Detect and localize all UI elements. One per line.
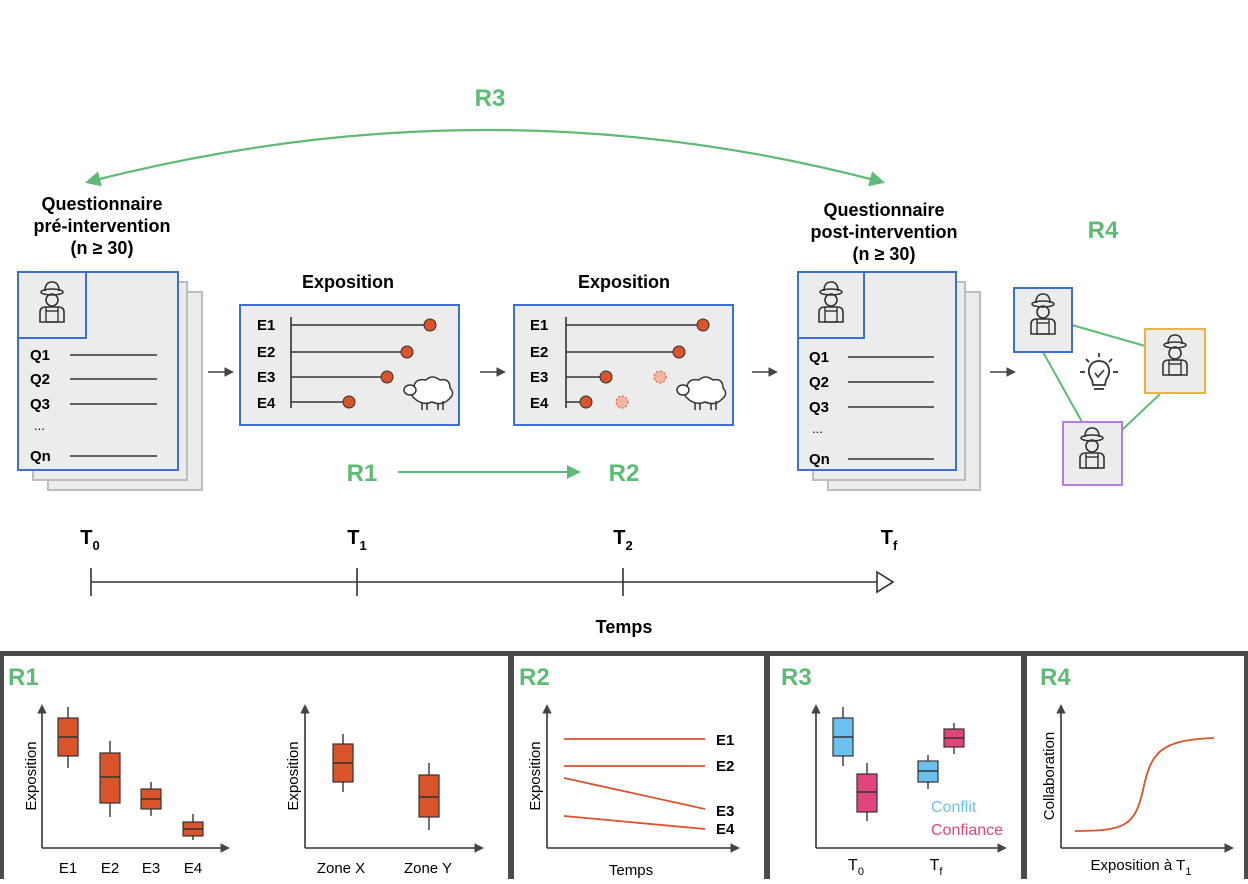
r3-tick-tf: Tf [930,857,944,878]
timeline-axis-label: Temps [596,617,653,637]
r1-left-tick-e2: E2 [101,860,119,877]
r2-series-e3: E3 [716,803,734,820]
r1-left-box-e2 [99,741,121,817]
r2-series-e1: E1 [716,732,734,749]
post-qn: Qn [809,451,830,468]
exposure1-e3: E3 [257,369,275,386]
timeline-t2: T2 [613,527,632,553]
r4-ylabel: Collaboration [1041,732,1058,820]
pre-q1: Q1 [30,347,50,364]
r2-line-e4 [563,815,706,830]
post-q1: Q1 [809,349,829,366]
post-q2: Q2 [809,374,829,391]
r1-left-box-e3 [140,782,162,816]
exposure2-box: E1 E2 E3 E4 [513,304,734,426]
pre-q3: Q3 [30,396,50,413]
panel-r2-label: R2 [519,664,550,691]
r2-series-e2: E2 [716,758,734,775]
panel-r4-label: R4 [1040,664,1071,691]
pre-title-line2: pré-intervention [33,216,170,236]
panel-r1: R1 Exposition E1 E2 E3 E4 Exposition Zon… [8,664,484,877]
exposure1-title: Exposition [302,272,394,292]
panel-r1-label: R1 [8,664,39,691]
r3-box-conflit-t0 [832,707,854,766]
r2-series-e4: E4 [716,821,735,838]
panel-r2: R2 Exposition Temps E1 E2 E3 E4 [519,664,740,879]
r3-arc [85,128,885,187]
r3-label: R3 [475,85,506,112]
r1-left-box-e4 [182,814,204,840]
r1-left-box-e1 [57,707,79,768]
panel-r4: R4 Collaboration Exposition à T1 [1040,664,1234,878]
post-q-ellipsis: ... [812,421,823,436]
r1-left-tick-e3: E3 [142,860,160,877]
r2-label: R2 [609,460,640,487]
r1-right-tick-zone-y: Zone Y [404,860,452,877]
r1-left-tick-e4: E4 [184,860,202,877]
r3-box-conflit-tf [917,755,939,789]
r3-legend-confiance: Confiance [931,822,1003,839]
r1-left-tick-e1: E1 [59,860,77,877]
exposure2-title: Exposition [578,272,670,292]
r2-xlabel: Temps [609,862,653,879]
r1-right-ylabel: Exposition [285,741,302,810]
pre-q2: Q2 [30,371,50,388]
post-q3: Q3 [809,399,829,416]
post-title-line2: post-intervention [811,222,958,242]
pre-qn: Qn [30,448,51,465]
panel-r3: R3 Conflit Confiance T0 Tf [781,664,1007,878]
collaboration-network [1013,287,1206,486]
exposure1-e4: E4 [257,395,276,412]
lightbulb-icon [1080,353,1118,390]
r3-box-confiance-tf [943,723,965,754]
pre-questionnaire-stack: Q1 Q2 Q3 ... Qn [17,271,203,491]
pre-q-ellipsis: ... [34,418,45,433]
r1-right-box-zone-y [418,763,440,830]
r1-right-box-zone-x [332,734,354,792]
panel-r3-label: R3 [781,664,812,691]
r4-xlabel: Exposition à T1 [1091,857,1192,878]
r3-legend-conflit: Conflit [931,799,977,816]
exposure2-e2: E2 [530,344,548,361]
exposure1-e1: E1 [257,317,275,334]
pre-title-line3: (n ≥ 30) [71,238,134,258]
r2-ylabel: Exposition [527,741,544,810]
r3-box-confiance-t0 [856,763,878,821]
r3-tick-t0: T0 [848,857,864,878]
post-questionnaire-stack: Q1 Q2 Q3 ... Qn [797,271,981,491]
exposure1-box: E1 E2 E3 E4 [239,304,460,426]
timeline-t0: T0 [80,527,99,553]
r2-line-e3 [563,777,706,810]
r4-sigmoid-curve [1074,737,1215,832]
post-title-line1: Questionnaire [823,200,944,220]
timeline-tf: Tf [881,527,898,553]
pre-title-line1: Questionnaire [41,194,162,214]
exposure1-e2: E2 [257,344,275,361]
r4-label: R4 [1088,217,1119,244]
r1-label: R1 [347,460,378,487]
post-title-line3: (n ≥ 30) [853,244,916,264]
timeline-t1: T1 [347,527,366,553]
r1-right-tick-zone-x: Zone X [317,860,365,877]
r1-left-ylabel: Exposition [23,741,40,810]
exposure2-e3: E3 [530,369,548,386]
exposure2-e4: E4 [530,395,549,412]
exposure2-e1: E1 [530,317,548,334]
timeline: T0 T1 T2 Tf Temps [80,527,898,637]
bottom-panels [0,651,1248,879]
